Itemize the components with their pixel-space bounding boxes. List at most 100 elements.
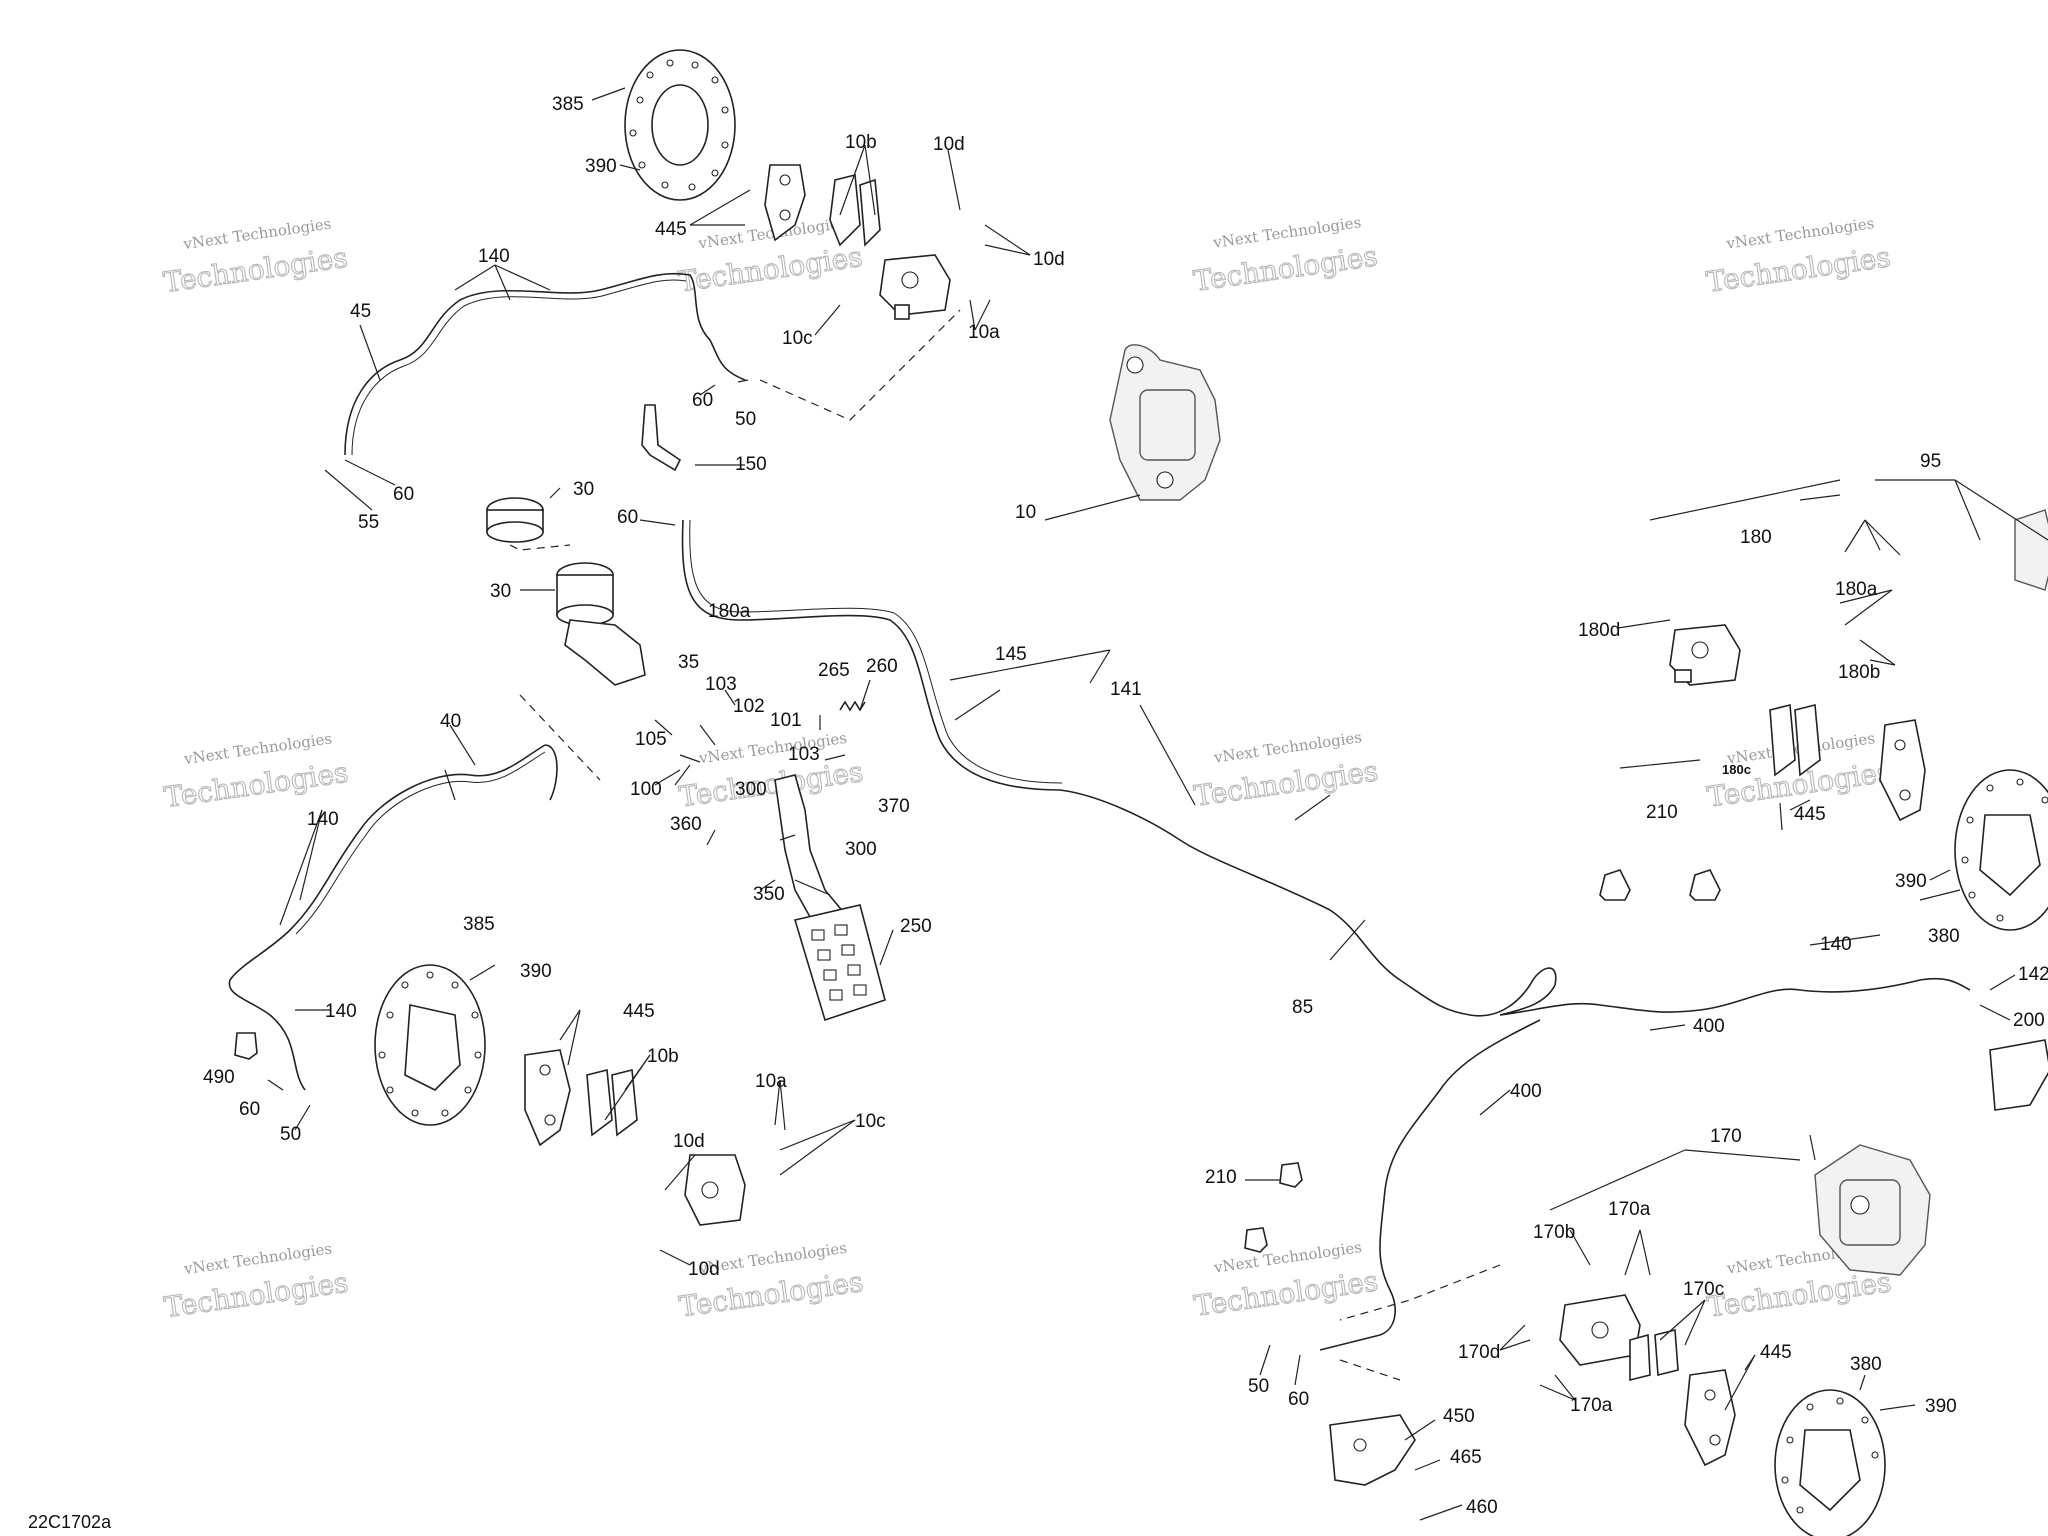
callout-445: 445 [623,1001,655,1022]
reservoir-cap-30 [486,497,544,543]
callout-170c: 170c [1683,1279,1724,1300]
callout-260: 260 [866,656,898,677]
brake-pads-180 [1769,703,1821,777]
callout-180: 95 [1920,451,1941,472]
callout-170d: 170d [1458,1342,1500,1363]
brake-pads-170 [1629,1328,1679,1382]
callout-450: 450 [1443,1406,1475,1427]
callout-400: 400 [1510,1081,1542,1102]
caliper-180-partial [2014,509,2048,591]
callout-10d: 10d [1033,249,1065,270]
callout-380: 380 [1850,1354,1882,1375]
callout-10d: 10d [933,134,965,155]
brake-line-right [1469,967,1971,1017]
callout-390: 390 [1925,1396,1957,1417]
caliper-assembly-170 [1559,1294,1641,1366]
brake-pads-mid [586,1068,638,1137]
callout-170a: 170a [1570,1395,1613,1416]
clip-210-a [1599,869,1631,901]
caliper-assembly-180 [1669,624,1741,686]
callout-170a: 170a [1608,1199,1651,1220]
leader-lines [267,87,2048,1521]
callout-200: 200 [2013,1010,2045,1031]
master-cylinder-30 [556,562,646,686]
callout-390: 390 [520,961,552,982]
callout-60: 60 [692,390,713,411]
caliper-assembly-mid [684,1154,746,1226]
callout-105: 105 [635,729,667,750]
callout-350: 350 [753,884,785,905]
callout-50: 50 [1248,1376,1269,1397]
callout-101: 101 [770,710,802,731]
callout-60: 60 [239,1099,260,1120]
callout-60: 60 [617,507,638,528]
callout-85: 85 [1292,997,1313,1018]
callout-10c: 10c [782,328,813,349]
callout-10c: 10c [855,1111,886,1132]
callout-140: 140 [307,809,339,830]
callout-445: 445 [655,219,687,240]
callout-40: 40 [440,711,461,732]
callout-150: 150 [735,454,767,475]
callout-385: 385 [463,914,495,935]
callout-30: 30 [490,581,511,602]
callout-460: 460 [1466,1497,1498,1518]
callout-60: 60 [393,484,414,505]
brake-disc-385-left [374,964,486,1126]
bracket-right [1989,1039,2048,1111]
bracket-450 [1329,1414,1416,1486]
caliper-bracket-bottom [1684,1369,1736,1467]
callout-445: 445 [1760,1342,1792,1363]
diagram-reference-code: 22C1702a [28,1512,112,1532]
clip-210-b [1689,869,1721,901]
callout-141: 141 [1110,679,1142,700]
callout-103: 103 [788,744,820,765]
clip-210-c [1279,1162,1303,1188]
brake-pads-top [829,173,881,247]
brake-line-45 [344,272,746,456]
callout-30: 30 [573,479,594,500]
callout-170: 170 [1710,1126,1742,1147]
callout-140: 140 [325,1001,357,1022]
caliper-10 [1109,344,1221,501]
callout-50: 50 [735,409,756,430]
callout-labels: 385 390 10b 10d 445 10d 140 45 10c 10a 6… [203,94,2048,1518]
callout-10a: 10a [755,1071,787,1092]
callout-380: 380 [1928,926,1960,947]
clip-490 [234,1032,258,1060]
callout-10b: 10b [845,132,877,153]
callout-210: 210 [1646,802,1678,823]
callout-265: 265 [818,660,850,681]
callout-145: 145 [995,644,1027,665]
clip-210-d [1244,1227,1268,1253]
callout-10d: 10d [673,1131,705,1152]
brake-line-rear [1319,1019,1541,1351]
brake-disc-380-bottom [1774,1389,1886,1536]
callout-445: 445 [1794,804,1826,825]
callout-102: 102 [733,696,765,717]
callout-180d: 180a [1835,579,1878,600]
callout-360: 360 [670,814,702,835]
banjo-fitting-150 [641,404,682,472]
caliper-bracket-mid [524,1049,571,1147]
callout-400: 400 [1693,1016,1725,1037]
callout-465: 465 [1450,1447,1482,1468]
callout-95: 180a [708,601,751,622]
callout-140: 140 [478,246,510,267]
brake-disc-385-top [624,49,736,201]
callout-170b: 170b [1533,1222,1575,1243]
callout-103: 103 [705,674,737,695]
callout-60: 60 [1288,1389,1309,1410]
callout-180a: 180 [1740,527,1772,548]
callout-100: 100 [630,779,662,800]
